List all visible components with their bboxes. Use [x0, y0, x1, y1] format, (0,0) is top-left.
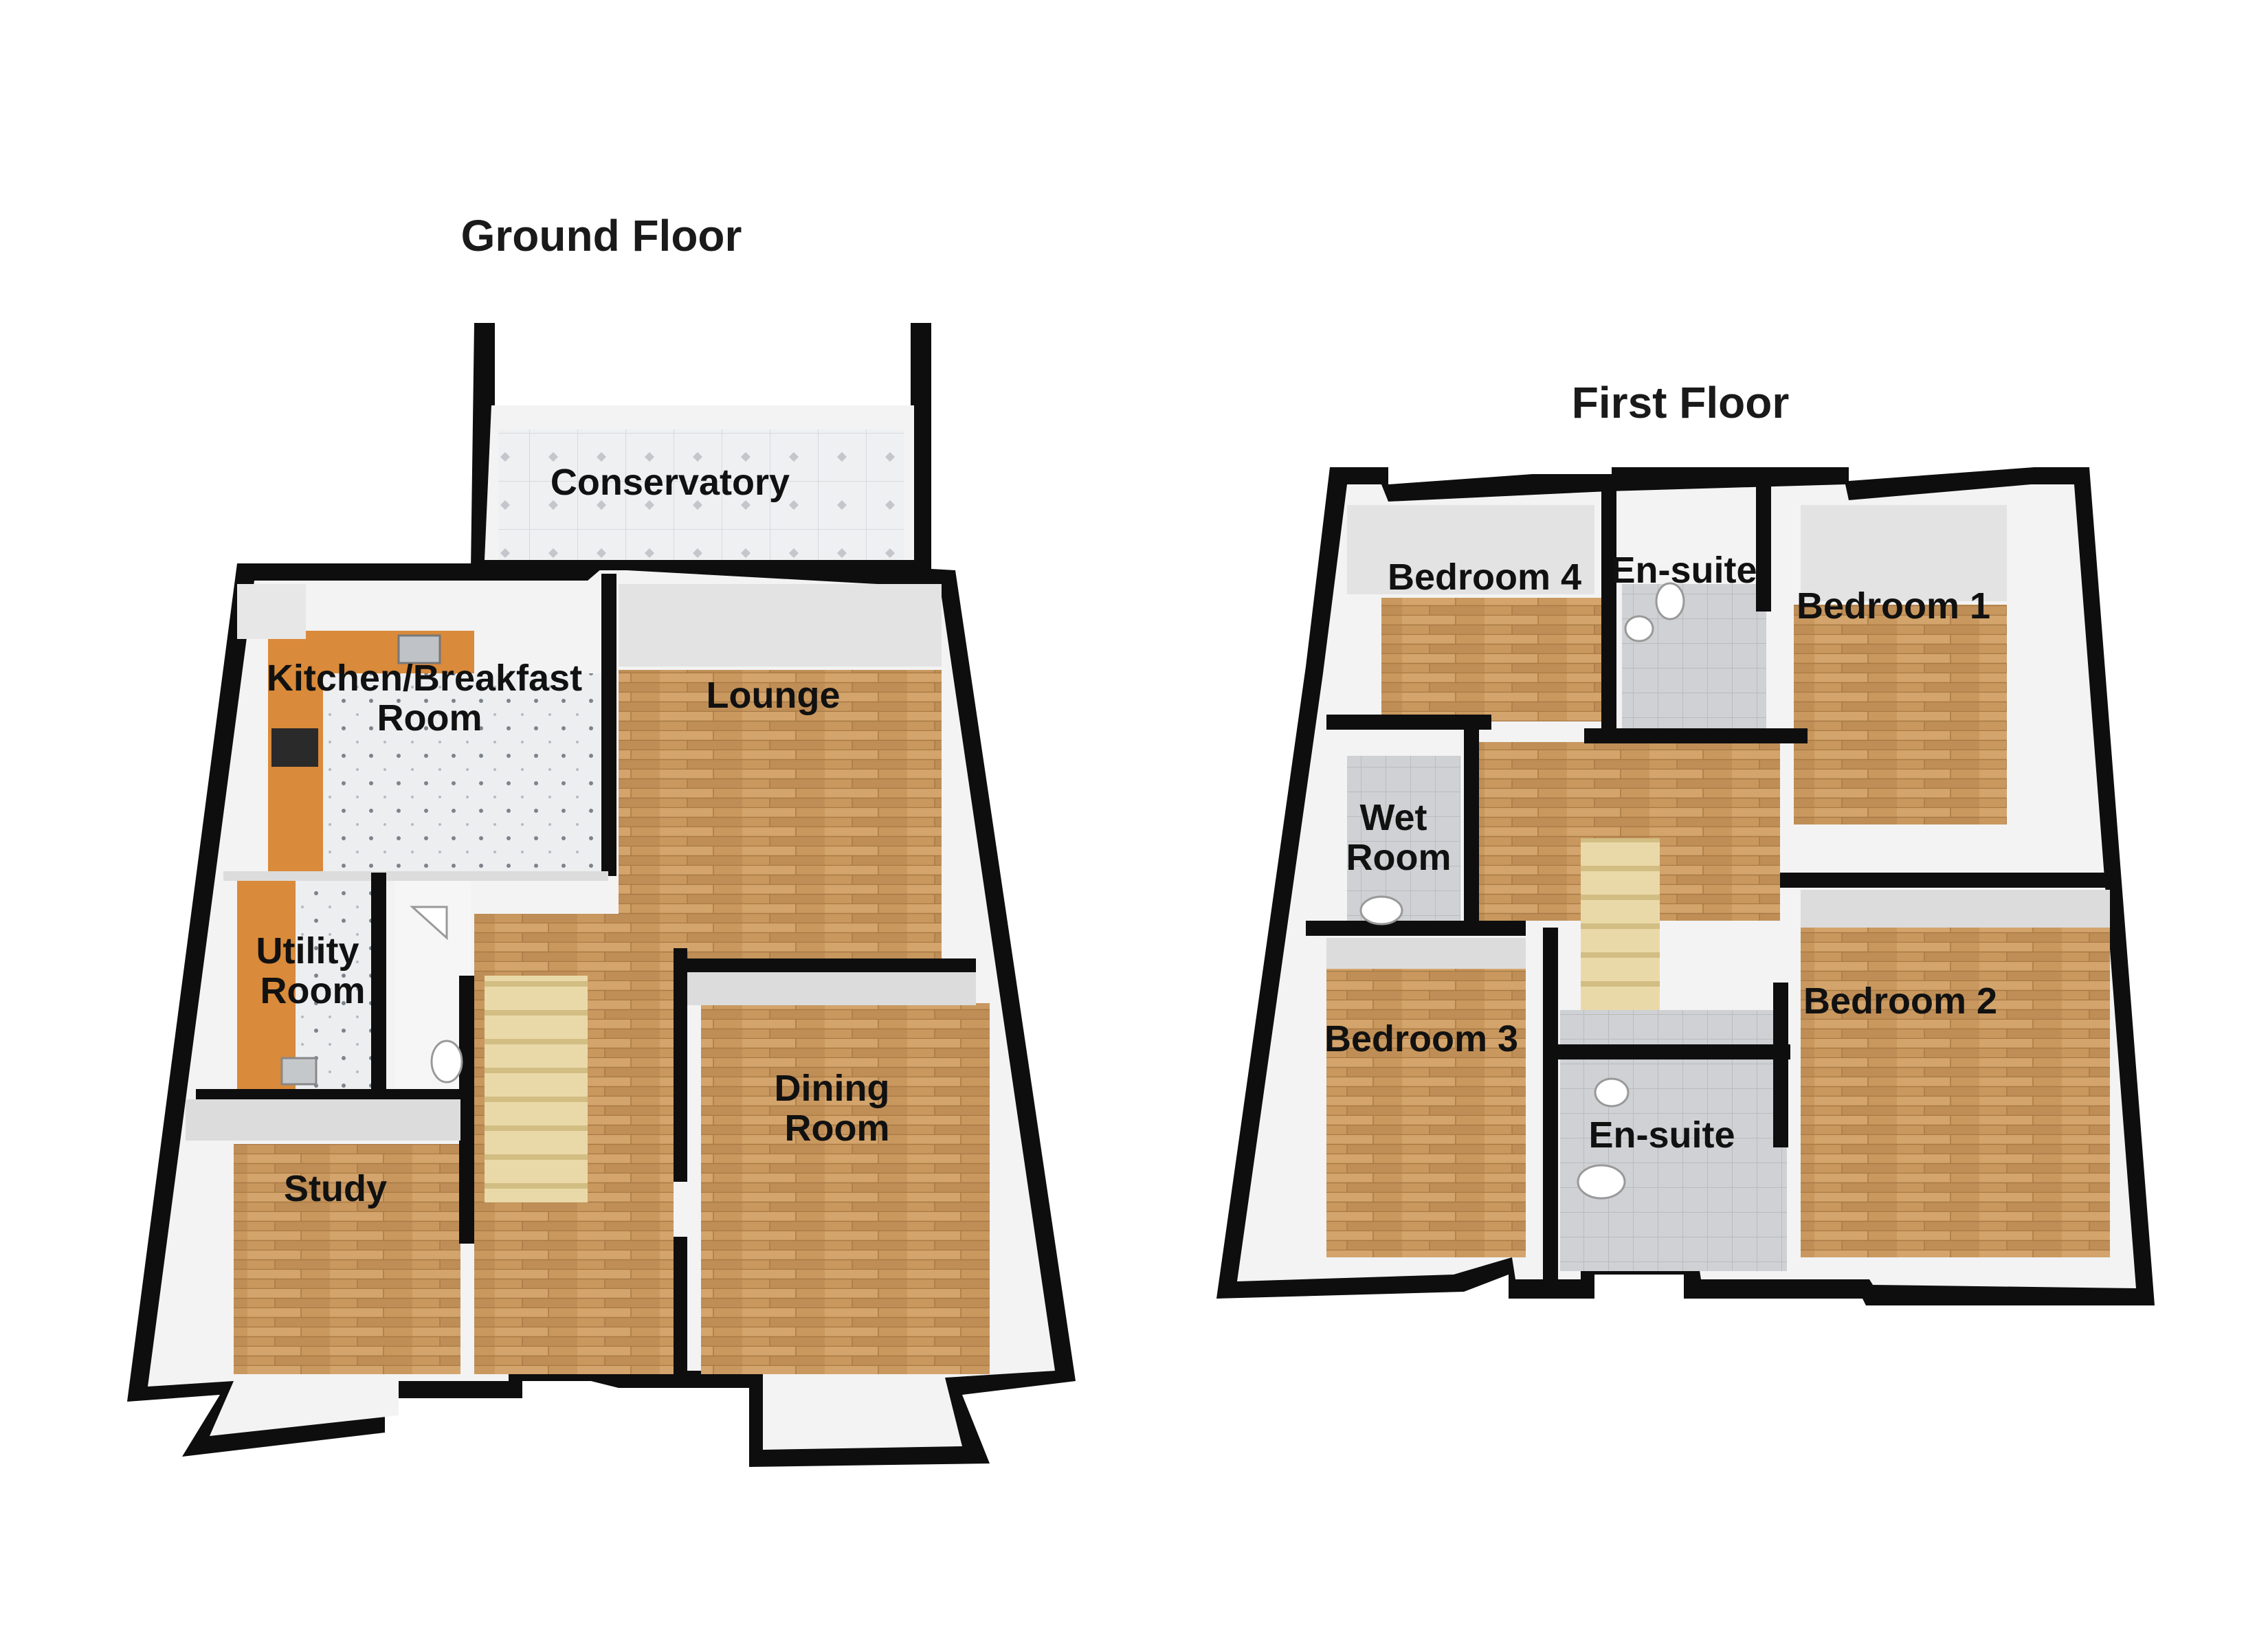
- first-floor-plan: [1216, 467, 2155, 1305]
- first-floor-internal-walls: [1306, 474, 2110, 1285]
- ensuite-1-basin-icon: [1624, 615, 1654, 642]
- wet-room-floor: [1347, 756, 1460, 921]
- room-label-kitchen-breakfast-room: Kitchen/Breakfast Room: [267, 658, 592, 739]
- bedroom-1-floor: [1794, 605, 2007, 824]
- first-floor-room-labels: Bedroom 4 En-suite Bedroom 1 Wet Room Be…: [1324, 550, 1997, 1156]
- ground-floor-room-labels: Conservatory Kitchen/Breakfast Room Loun…: [256, 462, 900, 1209]
- room-label-bedroom-3: Bedroom 3: [1324, 1018, 1518, 1059]
- kitchen-floor: [323, 673, 605, 873]
- lounge-floor: [619, 670, 942, 958]
- bedroom-3-floor: [1326, 969, 1526, 1257]
- wet-room-toilet-icon: [1359, 895, 1403, 926]
- first-floor-fixtures: [1359, 582, 1685, 1200]
- room-label-bedroom-1: Bedroom 1: [1797, 585, 1990, 627]
- room-label-study: Study: [284, 1168, 387, 1209]
- dining-floor: [701, 1003, 990, 1374]
- ground-floor-plan: [127, 323, 1076, 1467]
- room-label-lounge: Lounge: [707, 675, 841, 716]
- room-label-dining-room: Dining Room: [775, 1068, 900, 1149]
- kitchen-sink: [397, 634, 441, 664]
- room-label-utility-room: Utility Room: [256, 930, 369, 1011]
- toilet-icon: [430, 1040, 463, 1084]
- room-label-en-suite-upper: En-suite: [1610, 550, 1757, 591]
- first-floor-title: First Floor: [1572, 378, 1789, 427]
- room-label-en-suite-lower: En-suite: [1588, 1114, 1735, 1156]
- utility-sink-icon: [280, 1057, 318, 1086]
- room-label-conservatory: Conservatory: [551, 462, 790, 503]
- room-label-bedroom-4: Bedroom 4: [1388, 557, 1581, 598]
- utility-counter: [237, 879, 296, 1089]
- room-label-bedroom-2: Bedroom 2: [1803, 980, 1997, 1022]
- ensuite-1-floor: [1622, 584, 1766, 728]
- conservatory-floor: [498, 429, 904, 560]
- ground-floor-floors: [234, 429, 990, 1374]
- ensuite-1-toilet-icon: [1655, 582, 1685, 620]
- study-floor: [234, 1144, 460, 1374]
- ground-floor-internal-walls: [186, 574, 976, 1381]
- stairs: [485, 976, 588, 1202]
- ground-floor-fixtures: [280, 906, 463, 1086]
- ensuite-2-toilet-icon: [1577, 1164, 1626, 1200]
- room-label-wet-room: Wet Room: [1346, 797, 1452, 878]
- basin-icon: [410, 906, 448, 941]
- bedroom-2-floor: [1801, 928, 2110, 1257]
- bedroom-4-floor: [1381, 598, 1601, 721]
- ground-floor-title: Ground Floor: [461, 211, 742, 260]
- hob: [271, 728, 318, 767]
- kitchen-counter-top: [282, 631, 474, 673]
- ensuite-2-basin-icon: [1594, 1077, 1630, 1108]
